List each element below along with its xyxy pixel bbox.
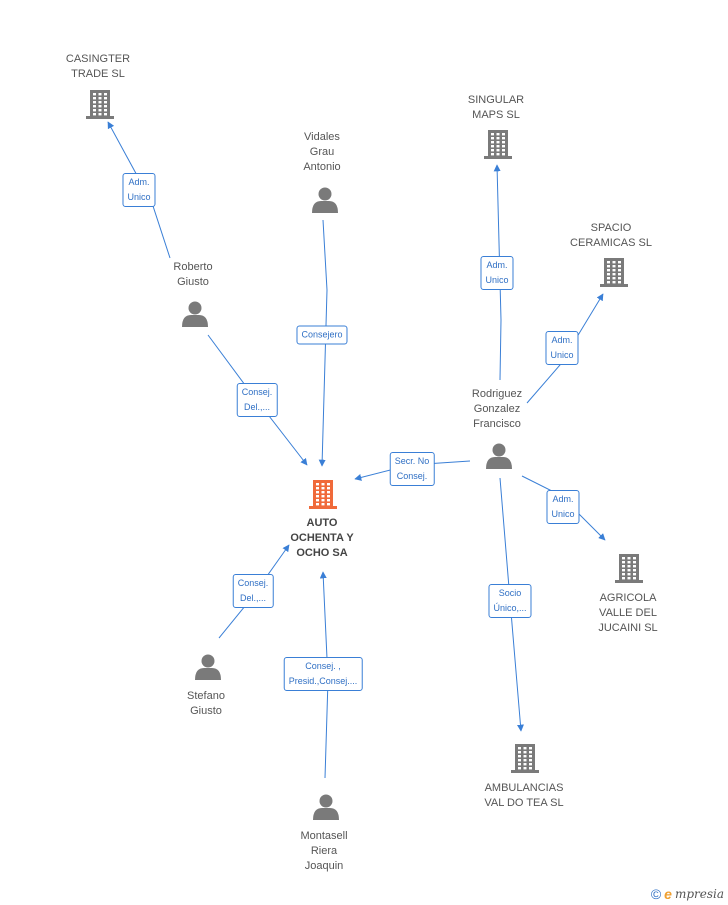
node-label-line: CASINGTER xyxy=(65,53,131,65)
node-label-spacio[interactable]: SPACIO CERAMICAS SL xyxy=(570,221,652,251)
role-label-line: Consej. , xyxy=(305,661,341,671)
role-label-line: Adm. xyxy=(551,335,573,345)
brand-initial: e xyxy=(664,886,672,902)
montasell-person-icon[interactable] xyxy=(313,794,339,821)
role-label-montasell-to-auto[interactable]: Consej. , Presid.,Consej.... xyxy=(283,657,363,691)
node-label-line: Riera xyxy=(310,845,338,857)
node-label-line: OCHENTA Y xyxy=(290,532,354,544)
role-label-line: Consej. xyxy=(396,471,428,481)
role-label-line: Adm. xyxy=(486,260,508,270)
role-label-line: Adm. xyxy=(128,177,150,187)
auto-building-icon[interactable] xyxy=(309,480,337,509)
node-label-ambulancias[interactable]: AMBULANCIAS VAL DO TEA SL xyxy=(484,781,563,811)
node-label-line: Giusto xyxy=(190,705,222,717)
node-label-singular[interactable]: SINGULAR MAPS SL xyxy=(468,93,524,123)
role-label-line: Consej. xyxy=(241,387,273,397)
role-label-line: Del.,... xyxy=(239,593,267,603)
role-label-roberto-to-auto[interactable]: Consej. Del.,... xyxy=(236,383,278,417)
node-label-auto[interactable]: AUTO OCHENTA Y OCHO SA xyxy=(290,516,353,561)
node-label-line: Grau xyxy=(309,146,335,158)
node-label-line: SPACIO xyxy=(590,222,632,234)
role-label-rodriguez-to-spacio[interactable]: Adm. Unico xyxy=(545,331,579,365)
node-label-line: Gonzalez xyxy=(473,403,521,415)
role-label-stefano-to-auto[interactable]: Consej. Del.,... xyxy=(232,574,274,608)
role-label-line: Secr. No xyxy=(394,456,430,466)
node-label-line: TRADE SL xyxy=(71,68,125,80)
role-label-rodriguez-to-agricola[interactable]: Adm. Unico xyxy=(546,490,580,524)
role-label-vidales-to-auto[interactable]: Consejero xyxy=(296,325,348,345)
node-label-agricola[interactable]: AGRICOLA VALLE DEL JUCAINI SL xyxy=(598,591,657,636)
role-label-rodriguez-to-singular[interactable]: Adm. Unico xyxy=(480,256,514,290)
singular-building-icon[interactable] xyxy=(484,130,512,159)
node-label-line: Roberto xyxy=(173,261,213,273)
role-label-rodriguez-to-auto[interactable]: Secr. No Consej. xyxy=(389,452,435,486)
role-label-line: Adm. xyxy=(552,494,574,504)
role-label-roberto-to-casingter[interactable]: Adm. Unico xyxy=(122,173,156,207)
node-label-line: Joaquin xyxy=(304,860,344,872)
rodriguez-person-icon[interactable] xyxy=(486,443,512,470)
role-label-line: Único,... xyxy=(493,603,527,613)
node-label-line: CERAMICAS SL xyxy=(570,237,652,249)
node-label-line: OCHO SA xyxy=(296,547,348,559)
stefano-person-icon[interactable] xyxy=(195,654,221,681)
vidales-person-icon[interactable] xyxy=(312,187,338,214)
brand-name: mpresia xyxy=(674,887,724,901)
node-label-line: Francisco xyxy=(473,418,521,430)
node-label-line: Vidales xyxy=(304,131,340,143)
casingter-building-icon[interactable] xyxy=(86,90,114,119)
ambulancias-building-icon[interactable] xyxy=(511,744,539,773)
node-label-line: AMBULANCIAS xyxy=(484,782,564,794)
edge-rodriguez-to-spacio xyxy=(526,293,604,404)
node-label-line: Montasell xyxy=(300,830,348,842)
node-label-line: AUTO xyxy=(306,517,338,529)
role-label-line: Consej. xyxy=(237,578,269,588)
node-label-line: Stefano xyxy=(187,690,225,702)
spacio-building-icon[interactable] xyxy=(600,258,628,287)
node-label-line: Rodriguez xyxy=(471,388,523,400)
edge-vidales-to-auto xyxy=(318,219,328,467)
role-label-line: Consejero xyxy=(301,329,343,340)
role-label-line: Socio xyxy=(498,588,522,598)
node-label-line: Antonio xyxy=(303,161,341,173)
roberto-person-icon[interactable] xyxy=(182,301,208,328)
node-label-line: VALLE DEL xyxy=(599,607,657,619)
node-label-line: AGRICOLA xyxy=(599,592,657,604)
agricola-building-icon[interactable] xyxy=(615,554,643,583)
role-label-line: Unico xyxy=(551,509,575,519)
node-label-line: JUCAINI SL xyxy=(598,622,658,634)
role-label-line: Del.,... xyxy=(243,402,271,412)
node-label-line: MAPS SL xyxy=(472,109,520,121)
role-label-line: Unico xyxy=(127,192,151,202)
role-label-line: Unico xyxy=(550,350,574,360)
edge-rodriguez-to-singular xyxy=(493,164,502,381)
node-label-line: Giusto xyxy=(177,276,209,288)
copyright-symbol: © xyxy=(650,886,662,902)
node-label-line: SINGULAR xyxy=(467,94,525,106)
node-label-casingter[interactable]: CASINGTER TRADE SL xyxy=(66,52,130,82)
role-label-line: Unico xyxy=(485,275,509,285)
role-label-line: Presid.,Consej.... xyxy=(288,676,358,686)
node-label-line: VAL DO TEA SL xyxy=(484,797,564,809)
